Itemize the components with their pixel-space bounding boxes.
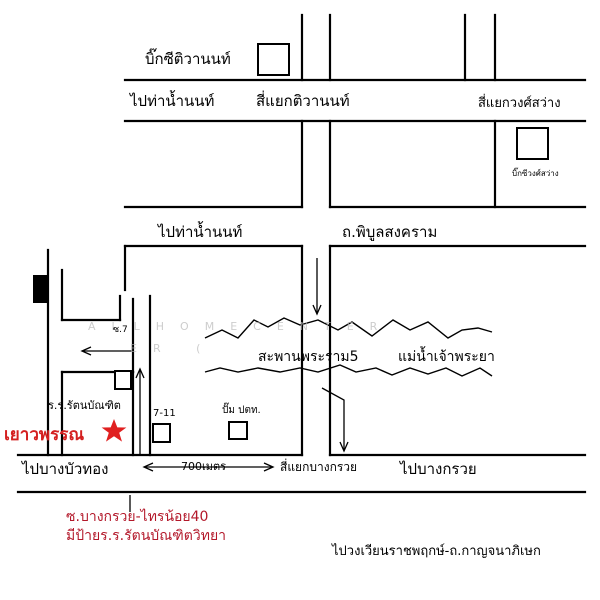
label-soi-note-line1: ซ.บางกรวย-ไทรน้อย40 [66, 509, 209, 525]
label-soi-note-line2: มีป้ายร.ร.รัตนบัณฑิตวิทยา [66, 528, 227, 544]
yaowaphan-star-marker [101, 419, 127, 442]
label-ptt-station: ปั๊ม ปตท. [222, 405, 261, 416]
label-pibulsongkram-road: ถ.พิบูลสงคราม [342, 223, 438, 241]
label-soi7: ซ.7 [113, 325, 128, 335]
label-bigc-tiwanon: บิ๊กซีติวานนท์ [145, 50, 231, 68]
label-rama5-bridge: สะพานพระราม5 [258, 349, 359, 365]
river-banks [204, 317, 493, 377]
label-to-tha-nam-nonthaburi-top: ไปท่าน้ำนนท์ [130, 92, 215, 110]
watermark-line1: ALLHOMECENTER [88, 320, 394, 333]
label-seven-eleven: 7-11 [153, 408, 176, 419]
watermark-line2: ER ( [130, 342, 217, 355]
label-to-tha-nam-nonthaburi-mid: ไปท่าน้ำนนท์ [158, 223, 243, 241]
direction-arrows [80, 258, 349, 512]
roads [16, 13, 587, 494]
bigc-tiwanon-building [257, 43, 290, 76]
ptt-building [228, 421, 248, 440]
label-to-bang-kruai: ไปบางกรวย [400, 460, 477, 478]
label-wongsawang-intersection: สี่แยกวงศ์สว่าง [478, 96, 561, 111]
label-chao-phraya-river: แม่น้ำเจ้าพระยา [398, 349, 495, 365]
label-tiwanon-intersection: สี่แยกติวานนท์ [256, 92, 350, 110]
label-distance: 700เมตร [181, 460, 227, 473]
seven-eleven-building [152, 423, 171, 443]
label-bang-kruai-intersection: สี่แยกบางกรวย [280, 460, 358, 474]
label-bigc-wongsawang: บิ๊กซีวงศ์สว่าง [512, 169, 559, 178]
label-to-kanchanaphisek: ไปวงเวียนราชพฤกษ์-ถ.กาญจนาภิเษก [332, 544, 541, 559]
label-school: ร.ร.รัตนบัณฑิต [48, 399, 121, 412]
bigc-wongsawang-building [516, 127, 549, 160]
label-yaowaphan: เยาวพรรณ [4, 425, 85, 445]
black-block [33, 275, 48, 303]
label-to-bang-bua-thong: ไปบางบัวทอง [22, 460, 109, 478]
school-building [114, 370, 132, 390]
